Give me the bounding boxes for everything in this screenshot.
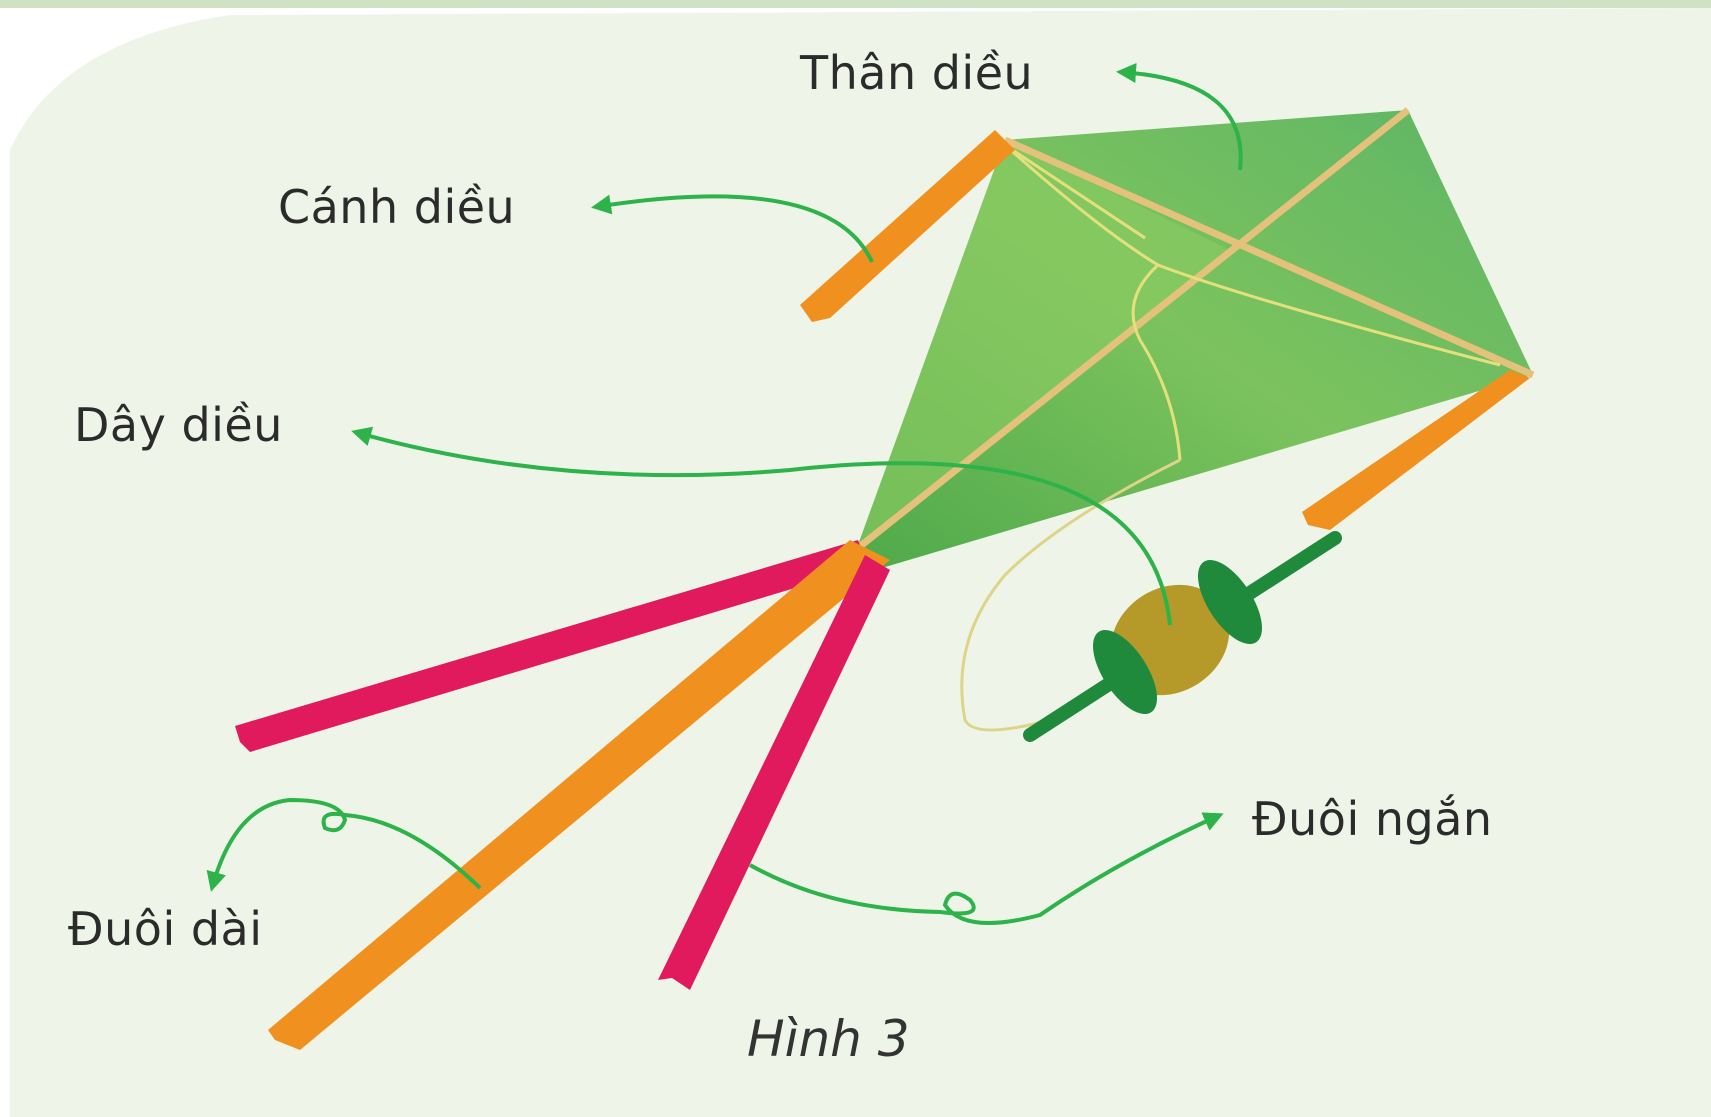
- wing-tape-right: [1302, 370, 1530, 530]
- arrow-day-dieu: [351, 426, 1172, 626]
- short-tail-left: [235, 540, 868, 752]
- reel-flange-left: [1093, 629, 1157, 715]
- label-duoi-ngan: Đuôi ngắn: [1252, 792, 1493, 846]
- string-reel: [1023, 531, 1342, 742]
- long-tail: [268, 540, 890, 1050]
- label-duoi-dai: Đuôi dài: [68, 902, 263, 956]
- figure-caption: Hình 3: [747, 1010, 910, 1068]
- top-border: [0, 0, 1711, 8]
- arrow-than-dieu: [1116, 63, 1243, 171]
- reel-flange-right: [1198, 559, 1262, 645]
- short-tail-right: [658, 555, 890, 990]
- label-canh-dieu: Cánh diều: [278, 180, 516, 234]
- kite-spar-long: [855, 107, 1411, 551]
- wing-tape-left: [800, 130, 1015, 322]
- kite-body: [855, 107, 1535, 575]
- kite-spar-cross: [1003, 136, 1535, 379]
- arrow-duoi-dai: [206, 797, 482, 892]
- kite-string: [960, 458, 1181, 732]
- arrow-duoi-ngan: [749, 812, 1224, 925]
- kite-sail-shade: [858, 140, 1230, 545]
- label-than-dieu: Thân diều: [800, 46, 1034, 100]
- label-day-dieu: Dây diều: [74, 398, 283, 452]
- arrow-canh-dieu: [591, 194, 874, 263]
- kite-bridle: [1003, 143, 1501, 461]
